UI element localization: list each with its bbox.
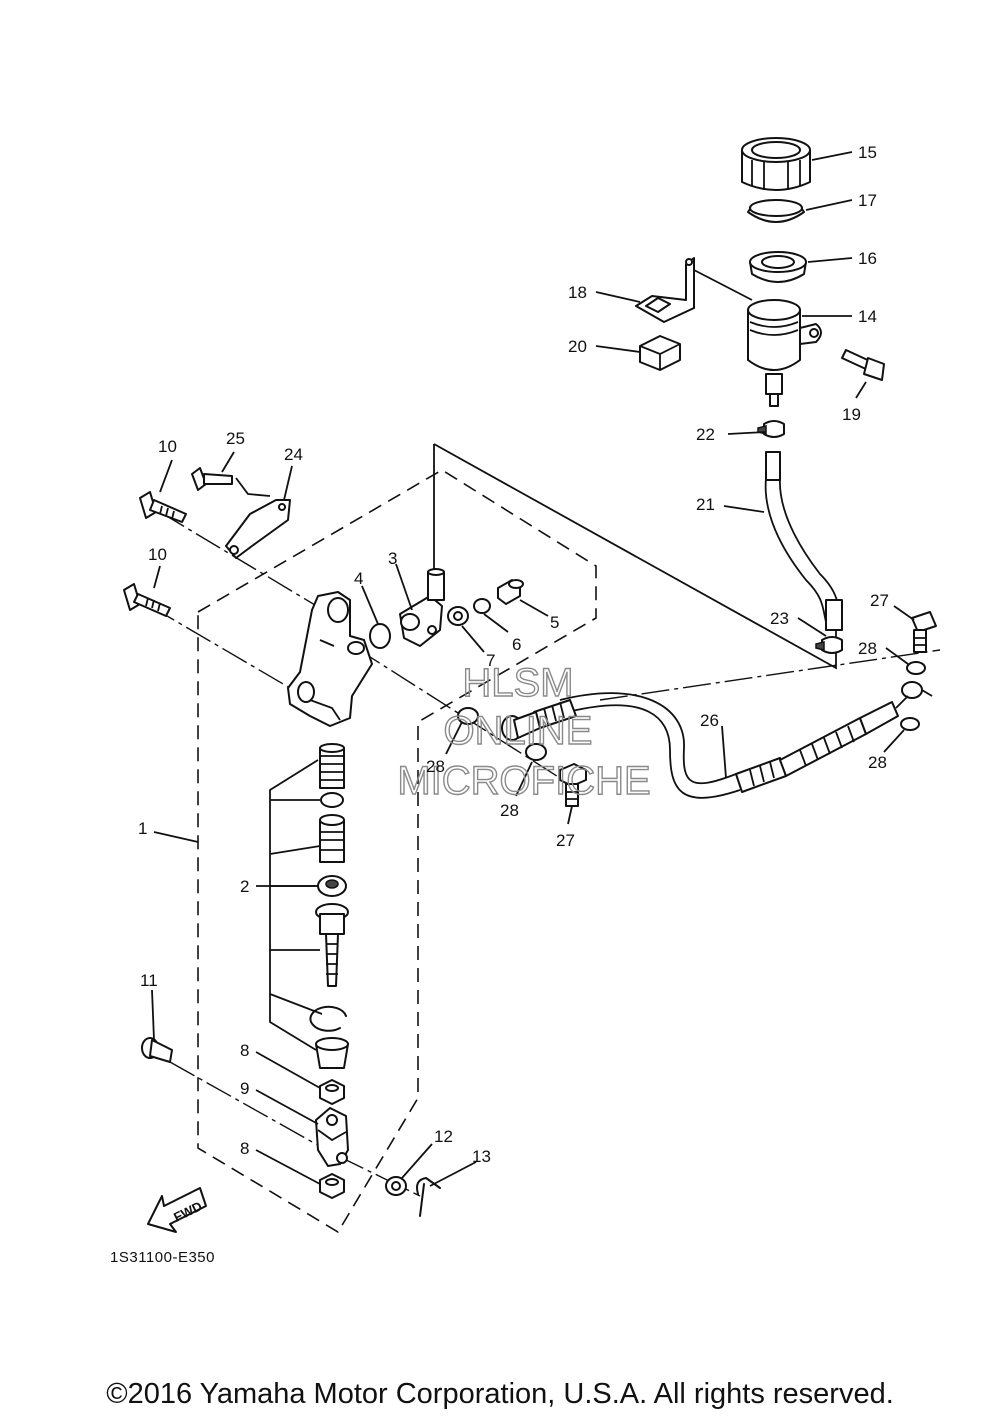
callout-12-label: 12	[434, 1127, 453, 1146]
kit-group-bracket	[269, 759, 323, 1051]
callout-5: 5	[550, 613, 559, 632]
reservoir-hose	[764, 451, 843, 631]
dust-boot	[315, 1037, 349, 1069]
callout-24: 24	[284, 445, 303, 464]
brake-hose	[501, 681, 933, 799]
callout-26: 26	[700, 711, 719, 730]
hose-axis	[599, 649, 941, 701]
leader-lines	[151, 151, 915, 1187]
callout-28-right-upper: 28	[858, 639, 877, 658]
reservoir-bolt	[841, 349, 885, 381]
callout-1: 1	[138, 819, 147, 838]
callout-23: 23	[770, 609, 789, 628]
hose-clamp-upper	[757, 420, 785, 438]
callout-20: 20	[568, 337, 587, 356]
washer-12	[385, 1176, 407, 1196]
callout-19: 19	[842, 405, 861, 424]
callout-28-right-lower: 28	[868, 753, 887, 772]
callout-13: 13	[472, 1147, 491, 1166]
reservoir-cap	[741, 137, 811, 191]
callout-8-lower: 8	[240, 1139, 249, 1158]
callout-11: 11	[140, 971, 158, 990]
copper-washer-4	[900, 717, 920, 731]
callout-16: 16	[858, 249, 877, 268]
callout-28-left: 28	[426, 757, 445, 776]
callout-6: 6	[512, 635, 521, 654]
damper	[639, 335, 681, 371]
callout-14: 14	[858, 307, 877, 326]
callout-7: 7	[486, 651, 495, 670]
callout-28-center: 28	[500, 801, 519, 820]
bolt-axis-lower	[149, 605, 291, 689]
callout-10-upper: 10	[158, 437, 177, 456]
piston-cup	[317, 875, 347, 897]
hose-clamp-lower	[815, 636, 843, 654]
copper-washer-1	[457, 707, 479, 725]
callout-27-right: 27	[870, 591, 889, 610]
copyright-notice: ©2016 Yamaha Motor Corporation, U.S.A. A…	[106, 1378, 894, 1410]
reservoir-tank	[747, 299, 822, 407]
fwd-arrow-icon: FWD	[147, 1187, 207, 1233]
drawing-code: 1S31100-E350	[110, 1249, 215, 1266]
callout-2: 2	[240, 877, 249, 896]
callout-9-label: 9	[240, 1079, 249, 1098]
push-rod	[315, 903, 349, 987]
nut-upper	[319, 1079, 345, 1105]
clevis-pin	[141, 1037, 173, 1063]
cup-seal	[320, 792, 344, 808]
master-cylinder-assembly-outline	[197, 469, 597, 1234]
callout-22: 22	[696, 425, 715, 444]
union-bolt-right	[911, 611, 937, 653]
callout-labels: 15 17 16 14 18 20 19 22 21 23 10 25 24 1…	[138, 143, 889, 1166]
circlip	[309, 1005, 347, 1032]
svg-text:ONLINE: ONLINE	[444, 709, 593, 753]
bolt-axis-upper	[159, 511, 321, 609]
bracket-bolt	[191, 467, 271, 497]
reservoir-bracket	[635, 257, 695, 323]
clevis-pin-axis	[169, 1061, 331, 1153]
washer-7	[447, 606, 469, 626]
diaphragm-plate	[747, 199, 805, 223]
svg-text:MICROFICHE: MICROFICHE	[397, 759, 650, 803]
bracket-plate	[225, 499, 291, 559]
piston	[319, 814, 345, 863]
hose-joint	[399, 568, 445, 647]
callout-21: 21	[696, 495, 715, 514]
callout-8-upper: 8	[240, 1041, 249, 1060]
callout-17: 17	[858, 191, 877, 210]
callout-25: 25	[226, 429, 245, 448]
callout-3: 3	[388, 549, 397, 568]
copper-washer-3	[906, 661, 926, 675]
callout-27-lower: 27	[556, 831, 575, 850]
washer-6	[473, 598, 491, 614]
callout-4: 4	[354, 569, 363, 588]
callout-18: 18	[568, 283, 587, 302]
spring	[319, 743, 345, 789]
callout-15: 15	[858, 143, 877, 162]
mounting-bolt-upper	[139, 491, 187, 523]
cotter-pin	[416, 1177, 441, 1217]
joint-screw	[497, 579, 524, 605]
nut-lower	[319, 1173, 345, 1199]
mounting-bolt-lower	[123, 583, 171, 617]
union-bolt-lower	[559, 763, 587, 807]
o-ring	[369, 623, 391, 649]
callout-10-lower: 10	[148, 545, 167, 564]
copper-washer-2	[525, 743, 547, 761]
diaphragm	[749, 251, 807, 283]
svg-text:HLSM: HLSM	[462, 661, 573, 705]
watermark: HLSM ONLINE MICROFICHE	[397, 660, 652, 803]
master-cylinder-body	[287, 591, 373, 727]
clevis	[315, 1107, 349, 1167]
